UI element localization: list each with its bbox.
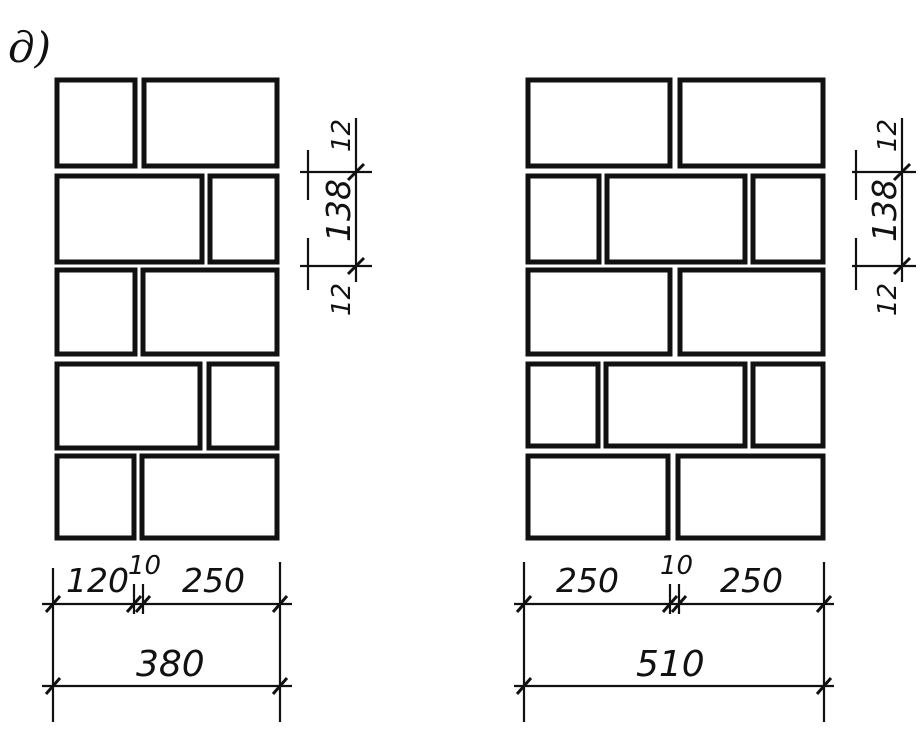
brick-full — [677, 267, 826, 357]
right-bottom-dimensions: 250 10 250 510 — [514, 551, 834, 722]
left-dim-total: 380 — [136, 644, 205, 685]
figure-label: д) — [8, 23, 51, 72]
left-wall — [54, 77, 280, 541]
brick-half — [54, 77, 138, 169]
brick-half — [525, 173, 602, 265]
left-dim-10: 10 — [128, 551, 161, 581]
right-side-dimensions: 12 138 12 — [852, 118, 916, 316]
right-wall — [525, 77, 826, 541]
left-side-dim-mid: 138 — [319, 179, 358, 242]
brick-full — [604, 173, 748, 265]
brick-half — [750, 173, 826, 265]
right-dim-250-right: 250 — [720, 561, 783, 600]
right-side-dim-mid: 138 — [865, 179, 904, 242]
brick-full — [677, 77, 826, 169]
brick-full — [603, 361, 748, 449]
brick-full — [525, 267, 673, 357]
brick-half — [525, 361, 601, 449]
brick-half — [750, 361, 826, 449]
right-dim-10: 10 — [660, 551, 693, 581]
right-dim-250-left: 250 — [556, 561, 619, 600]
brick-full — [139, 453, 280, 541]
right-side-dim-top: 12 — [873, 119, 903, 152]
right-side-dim-bottom: 12 — [873, 283, 903, 316]
left-bottom-dimensions: 120 10 250 380 — [42, 551, 292, 722]
brick-half — [206, 361, 280, 451]
brick-half — [207, 173, 280, 265]
left-dim-120: 120 — [66, 561, 129, 600]
brick-full — [141, 77, 280, 169]
brick-half — [54, 453, 137, 541]
left-dim-250: 250 — [182, 561, 245, 600]
brick-full — [525, 453, 671, 541]
brick-full — [675, 453, 826, 541]
brick-full — [525, 77, 673, 169]
left-side-dim-bottom: 12 — [327, 283, 357, 316]
right-dim-total: 510 — [636, 644, 705, 685]
brick-full — [54, 173, 205, 265]
left-side-dim-top: 12 — [327, 119, 357, 152]
brick-full — [140, 267, 280, 357]
brick-full — [54, 361, 203, 451]
brick-half — [54, 267, 138, 357]
left-side-dimensions: 12 138 12 — [300, 118, 372, 316]
